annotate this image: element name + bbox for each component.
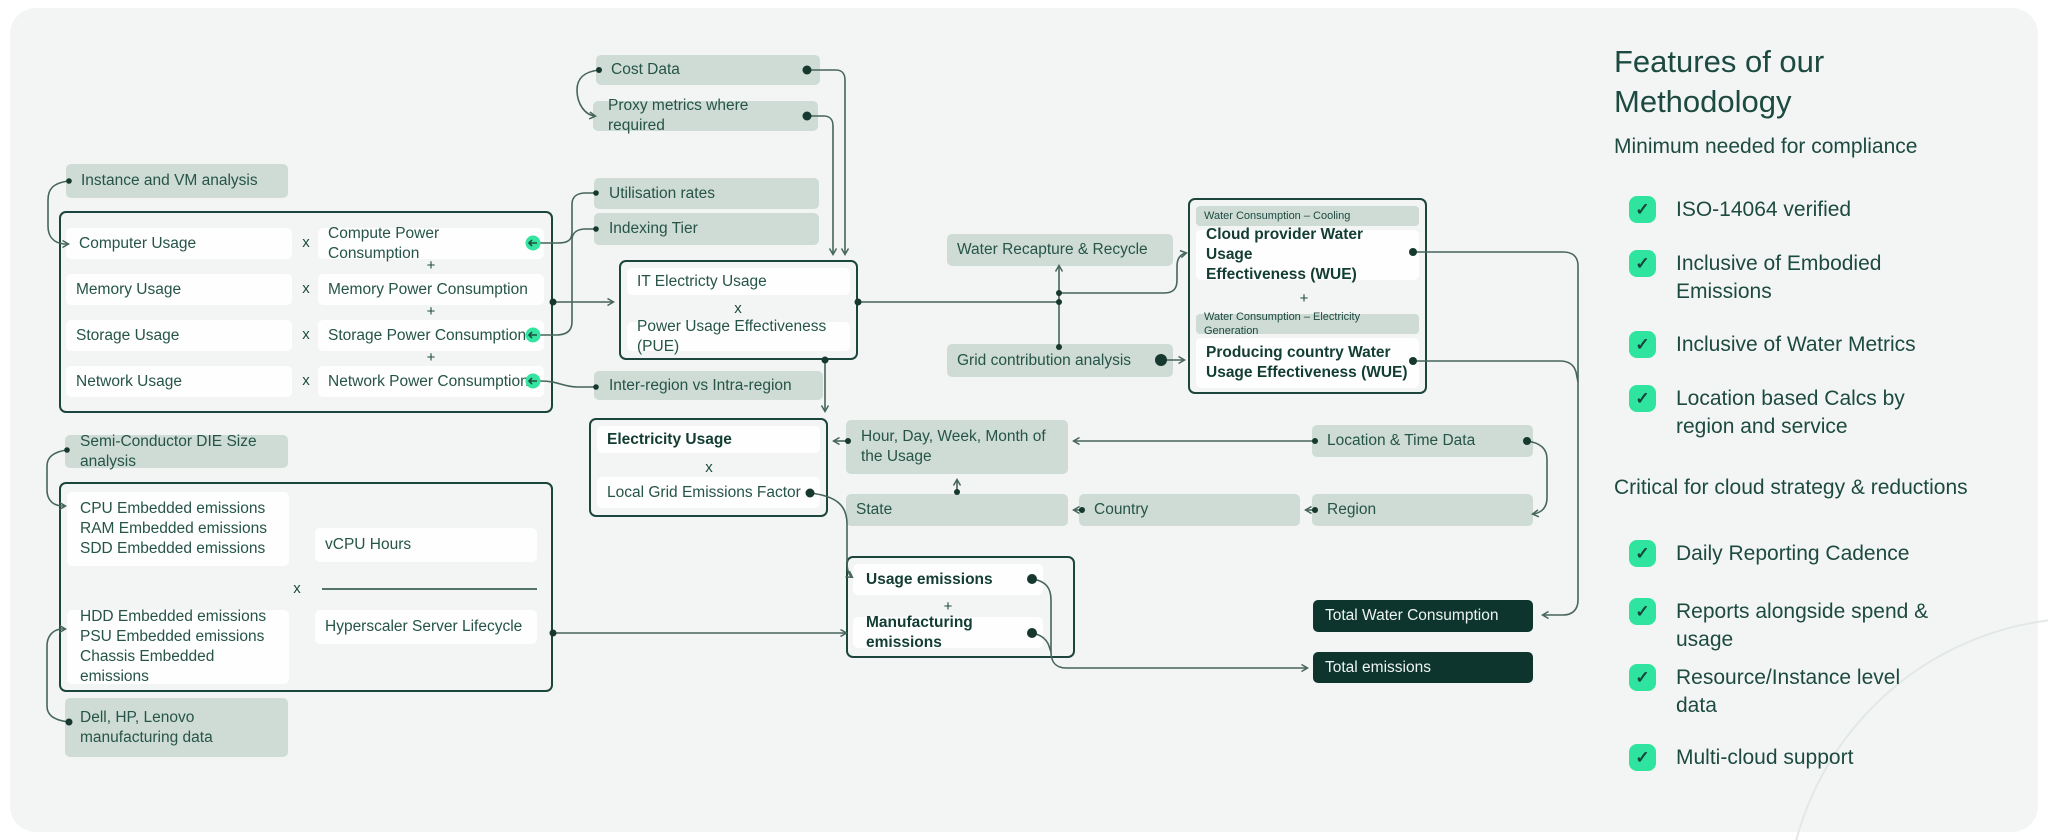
check-icon: ✓ [1629,540,1656,567]
plus-operator: + [1299,290,1309,308]
node-vcpu-hours: vCPU Hours [315,528,537,562]
node-location-time-data: Location & Time Data [1312,425,1533,457]
checklist-item-multicloud: ✓ Multi-cloud support [1629,744,1853,772]
check-icon: ✓ [1629,664,1656,691]
sidebar-title: Features of our Methodology [1614,44,1825,119]
plus-operator: + [943,598,953,616]
node-water-recapture: Water Recapture & Recycle [947,234,1173,266]
checklist-item-daily-cadence: ✓ Daily Reporting Cadence [1629,540,1909,568]
plus-operator: + [426,257,436,275]
node-grid-contribution: Grid contribution analysis [947,344,1173,377]
node-semi-conductor-analysis: Semi-Conductor DIE Size analysis [65,433,288,470]
times-operator: x [302,234,310,252]
node-compute-power: Compute Power Consumption [318,225,544,262]
node-usage-emissions: Usage emissions [853,564,1043,595]
times-operator: x [705,459,713,477]
node-inter-region: Inter-region vs Intra-region [594,371,823,400]
times-operator: x [302,326,310,344]
times-operator: x [734,300,742,318]
plus-operator: + [426,303,436,321]
node-total-water-consumption: Total Water Consumption [1313,600,1533,632]
label-water-consumption-cooling: Water Consumption – Cooling [1196,206,1419,226]
checklist-item-water-metrics: ✓ Inclusive of Water Metrics [1629,331,1916,359]
node-computer-usage: Computer Usage [66,228,292,259]
node-cost-data: Cost Data [596,55,820,85]
node-region: Region [1312,494,1533,526]
check-icon: ✓ [1629,598,1656,625]
electricity-usage-box [589,418,828,517]
node-electricity-usage: Electricity Usage [597,426,820,453]
it-electricity-box [619,260,858,360]
checklist-item-reports-spend: ✓ Reports alongside spend &usage [1629,598,1928,654]
node-total-emissions: Total emissions [1313,652,1533,683]
node-instance-vm-analysis: Instance and VM analysis [66,164,288,198]
node-it-electricity-usage: IT Electricty Usage [627,268,850,295]
node-indexing-tier: Indexing Tier [594,213,819,245]
node-memory-power: Memory Power Consumption [318,274,544,305]
node-network-power: Network Power Consumption [318,366,544,397]
node-country: Country [1079,494,1300,526]
node-hyperscaler-lifecycle: Hyperscaler Server Lifecycle [315,610,537,644]
node-memory-usage: Memory Usage [66,274,292,305]
checklist-item-iso: ✓ ISO-14064 verified [1629,196,1851,224]
sidebar-section-heading-strategy: Critical for cloud strategy & reductions [1614,476,1968,499]
node-manufacturing-emissions: Manufacturing emissions [853,614,1043,651]
check-icon: ✓ [1629,331,1656,358]
node-local-grid-factor: Local Grid Emissions Factor [597,477,820,508]
node-utilisation-rates: Utilisation rates [594,178,819,209]
label-water-consumption-generation: Water Consumption – Electricity Generati… [1196,311,1419,337]
check-icon: ✓ [1629,196,1656,223]
embedded-emissions-box [59,482,553,692]
times-operator: x [293,580,301,598]
check-icon: ✓ [1629,250,1656,277]
sidebar-section-heading-compliance: Minimum needed for compliance [1614,135,1918,158]
node-pue: Power Usage Effectiveness (PUE) [627,318,850,355]
node-state: State [846,494,1068,526]
node-proxy-metrics: Proxy metrics where required [593,97,818,134]
node-storage-usage: Storage Usage [66,320,292,351]
plus-operator: + [426,349,436,367]
check-icon: ✓ [1629,385,1656,412]
node-network-usage: Network Usage [66,366,292,397]
check-icon: ✓ [1629,744,1656,771]
times-operator: x [302,372,310,390]
node-storage-power: Storage Power Consumption [318,320,544,351]
times-operator: x [302,280,310,298]
